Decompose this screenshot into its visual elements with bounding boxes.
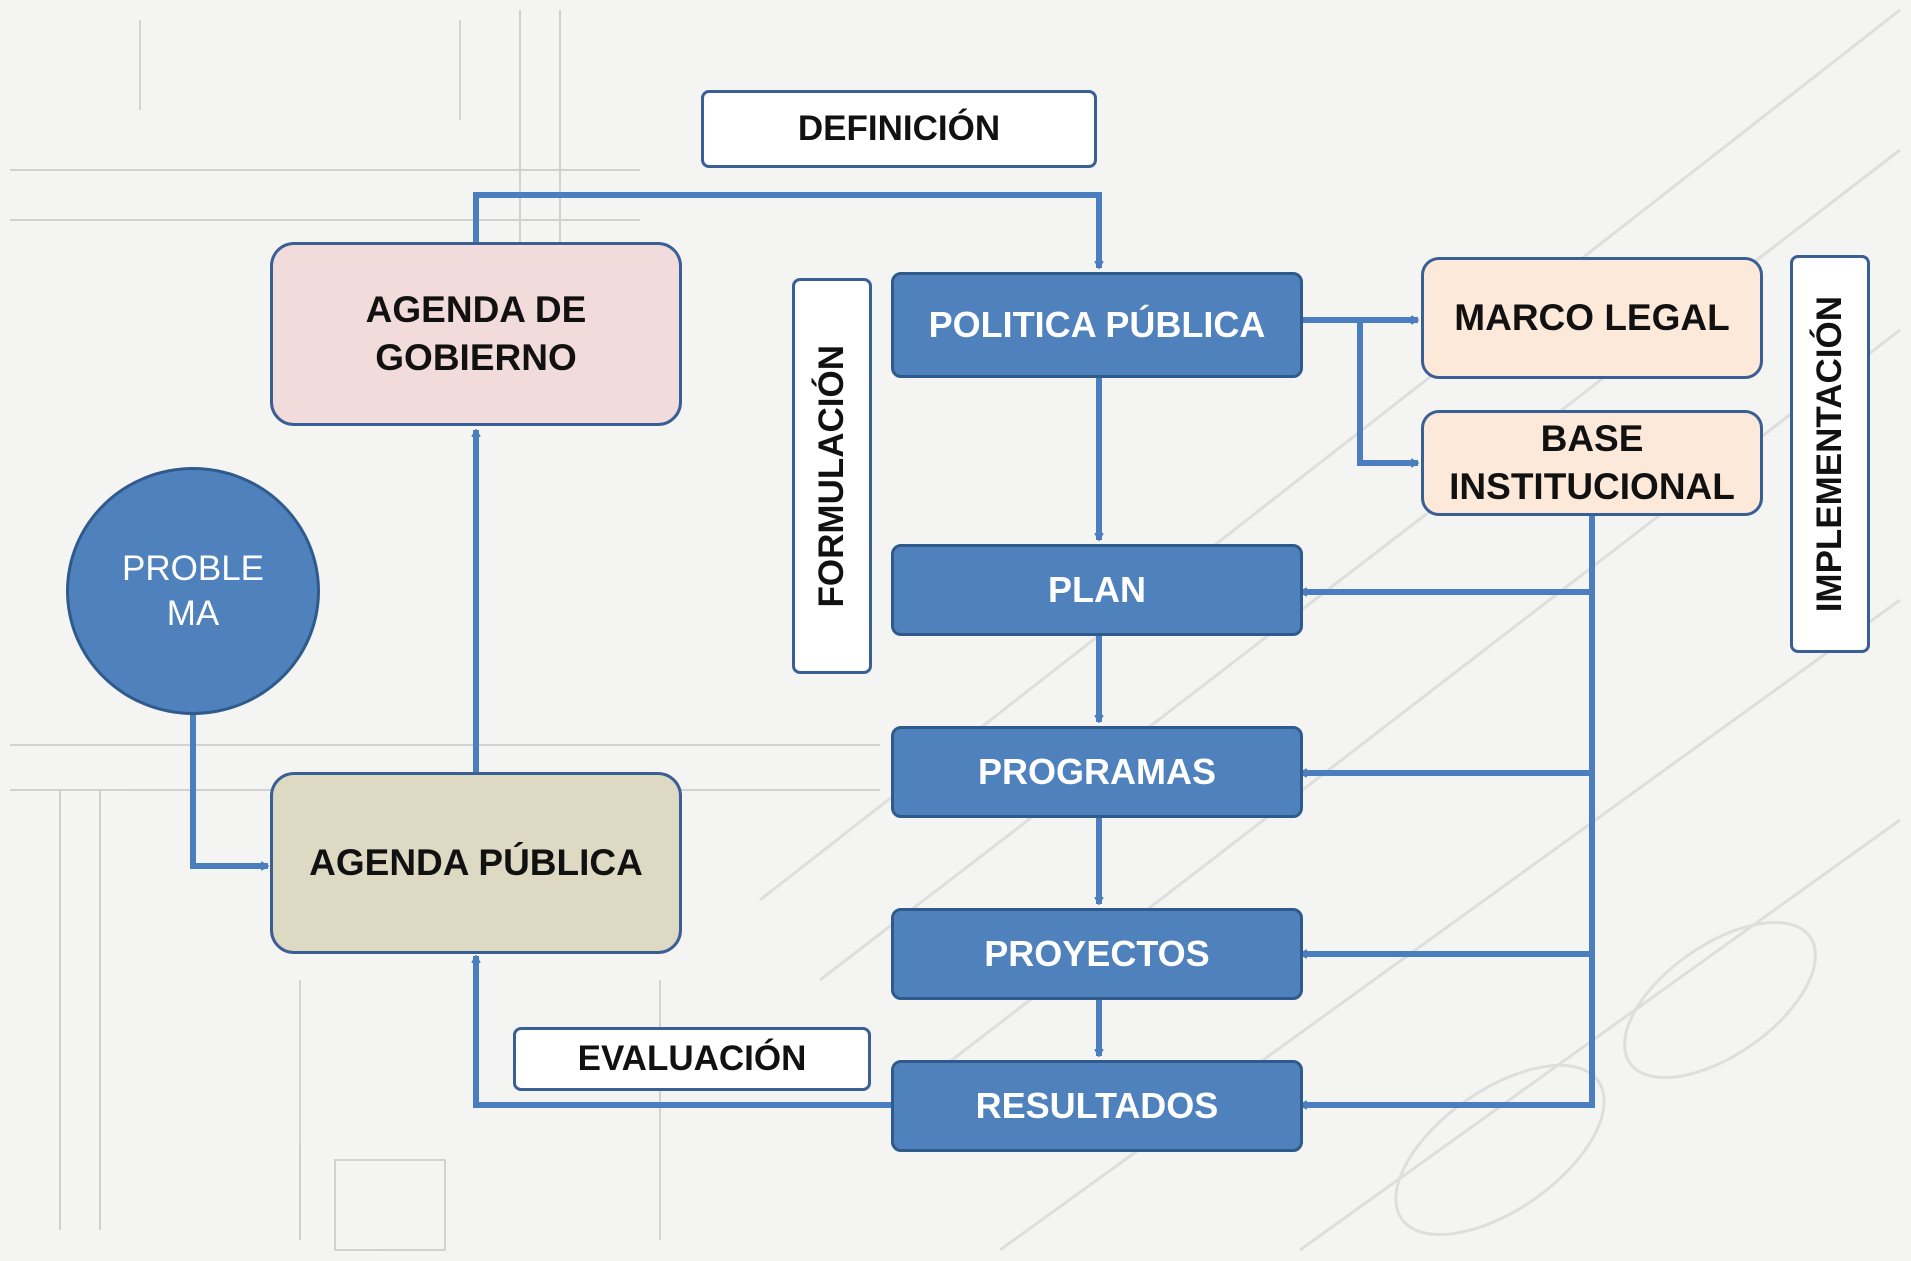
programas-node-text: PROGRAMAS bbox=[977, 750, 1216, 792]
resultados-node-text: RESULTADOS bbox=[975, 1084, 1219, 1126]
evaluacion-label: EVALUACIÓN bbox=[513, 1027, 871, 1091]
marco-legal-node-text: MARCO LEGAL bbox=[1454, 296, 1730, 338]
formulacion-label: FORMULACIÓN bbox=[792, 278, 872, 674]
definicion-label: DEFINICIÓN bbox=[701, 90, 1097, 168]
formulacion-label-text: FORMULACIÓN bbox=[812, 344, 852, 608]
marco-legal-node[interactable]: MARCO LEGAL bbox=[1421, 257, 1763, 379]
agenda-publica-node[interactable]: AGENDA PÚBLICA bbox=[270, 772, 682, 954]
implementacion-label: IMPLEMENTACIÓN bbox=[1790, 255, 1870, 653]
definicion-label-text: DEFINICIÓN bbox=[797, 109, 1001, 149]
problema-node[interactable]: PROBLE MA bbox=[66, 467, 320, 715]
politica-publica-node[interactable]: POLITICA PÚBLICA bbox=[891, 272, 1303, 378]
plan-node[interactable]: PLAN bbox=[891, 544, 1303, 636]
base-institucional-node[interactable]: BASE INSTITUCIONAL bbox=[1421, 410, 1763, 516]
agenda-gobierno-node-text: AGENDA DE GOBIERNO bbox=[365, 288, 587, 378]
evaluacion-label-text: EVALUACIÓN bbox=[577, 1039, 807, 1079]
agenda-gobierno-node[interactable]: AGENDA DE GOBIERNO bbox=[270, 242, 682, 426]
programas-node[interactable]: PROGRAMAS bbox=[891, 726, 1303, 818]
proyectos-node-text: PROYECTOS bbox=[984, 932, 1210, 974]
implementacion-label-text: IMPLEMENTACIÓN bbox=[1810, 295, 1850, 613]
proyectos-node[interactable]: PROYECTOS bbox=[891, 908, 1303, 1000]
problema-node-text: PROBLE MA bbox=[122, 548, 264, 634]
base-institucional-node-text: BASE INSTITUCIONAL bbox=[1449, 417, 1735, 507]
politica-publica-node-text: POLITICA PÚBLICA bbox=[928, 303, 1266, 345]
resultados-node[interactable]: RESULTADOS bbox=[891, 1060, 1303, 1152]
plan-node-text: PLAN bbox=[1048, 568, 1146, 610]
agenda-publica-node-text: AGENDA PÚBLICA bbox=[309, 841, 643, 883]
